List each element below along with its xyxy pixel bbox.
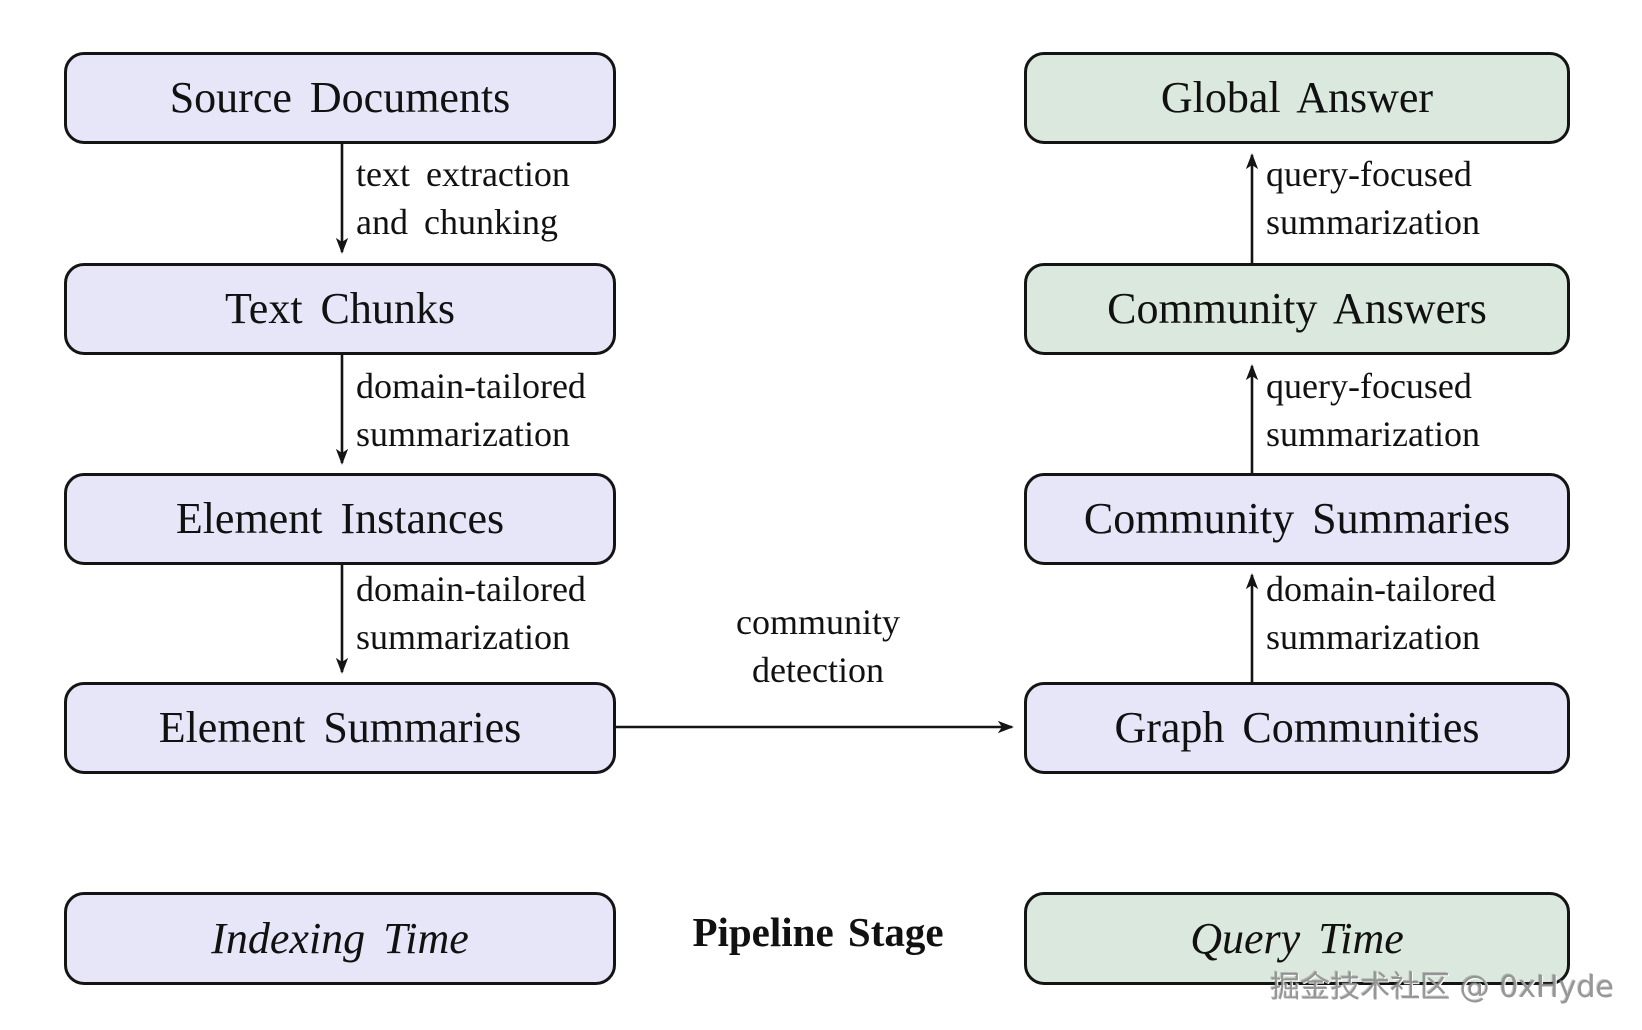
edge-label-line: text extraction	[356, 154, 570, 194]
legend-pipeline-stage: Pipeline Stage	[692, 908, 943, 956]
node-graph-communities: Graph Communities	[1024, 682, 1570, 774]
legend-query-time: Query Time	[1024, 892, 1570, 985]
node-global-answer-label: Global Answer	[1160, 73, 1434, 122]
edge-label-line: summarization	[356, 414, 570, 454]
node-source-documents-label: Source Documents	[169, 73, 511, 122]
edge-label-line: query-focused	[1266, 154, 1472, 194]
node-community-summaries: Community Summaries	[1024, 473, 1570, 565]
node-community-summaries-label: Community Summaries	[1083, 494, 1511, 543]
edge-label-line: summarization	[1266, 617, 1480, 657]
edge-label-line: summarization	[356, 617, 570, 657]
edge-label-line: domain-tailored	[1266, 569, 1496, 609]
edge-label-line: summarization	[1266, 202, 1480, 242]
edge-label-domain-summarization-1: domain-tailored summarization	[356, 362, 586, 458]
node-global-answer: Global Answer	[1024, 52, 1570, 144]
edge-label-domain-summarization-3: domain-tailored summarization	[1266, 565, 1496, 661]
edge-label-line: detection	[752, 650, 884, 690]
node-graph-communities-label: Graph Communities	[1114, 703, 1480, 752]
edge-label-domain-summarization-2: domain-tailored summarization	[356, 565, 586, 661]
node-element-summaries: Element Summaries	[64, 682, 616, 774]
legend-indexing-time: Indexing Time	[64, 892, 616, 985]
edge-label-line: query-focused	[1266, 366, 1472, 406]
legend-pipeline-stage-label: Pipeline Stage	[692, 909, 944, 955]
node-text-chunks-label: Text Chunks	[224, 284, 456, 333]
node-community-answers: Community Answers	[1024, 263, 1570, 355]
node-element-summaries-label: Element Summaries	[158, 703, 522, 752]
edge-label-line: and chunking	[356, 202, 558, 242]
node-source-documents: Source Documents	[64, 52, 616, 144]
edge-label-line: domain-tailored	[356, 366, 586, 406]
edge-label-line: community	[736, 602, 900, 642]
legend-indexing-time-label: Indexing Time	[211, 913, 469, 963]
edge-label-query-summarization-1: query-focused summarization	[1266, 362, 1480, 458]
node-community-answers-label: Community Answers	[1107, 284, 1487, 333]
node-element-instances-label: Element Instances	[175, 494, 505, 543]
node-element-instances: Element Instances	[64, 473, 616, 565]
edge-label-query-summarization-2: query-focused summarization	[1266, 150, 1480, 246]
edge-label-line: summarization	[1266, 414, 1480, 454]
edge-label-community-detection: community detection	[736, 598, 900, 694]
node-text-chunks: Text Chunks	[64, 263, 616, 355]
edge-label-line: domain-tailored	[356, 569, 586, 609]
legend-query-time-label: Query Time	[1190, 913, 1404, 963]
edge-label-text-extraction: text extraction and chunking	[356, 150, 570, 246]
watermark-text: 掘金技术社区 @ 0xHyde	[1270, 970, 1614, 1005]
